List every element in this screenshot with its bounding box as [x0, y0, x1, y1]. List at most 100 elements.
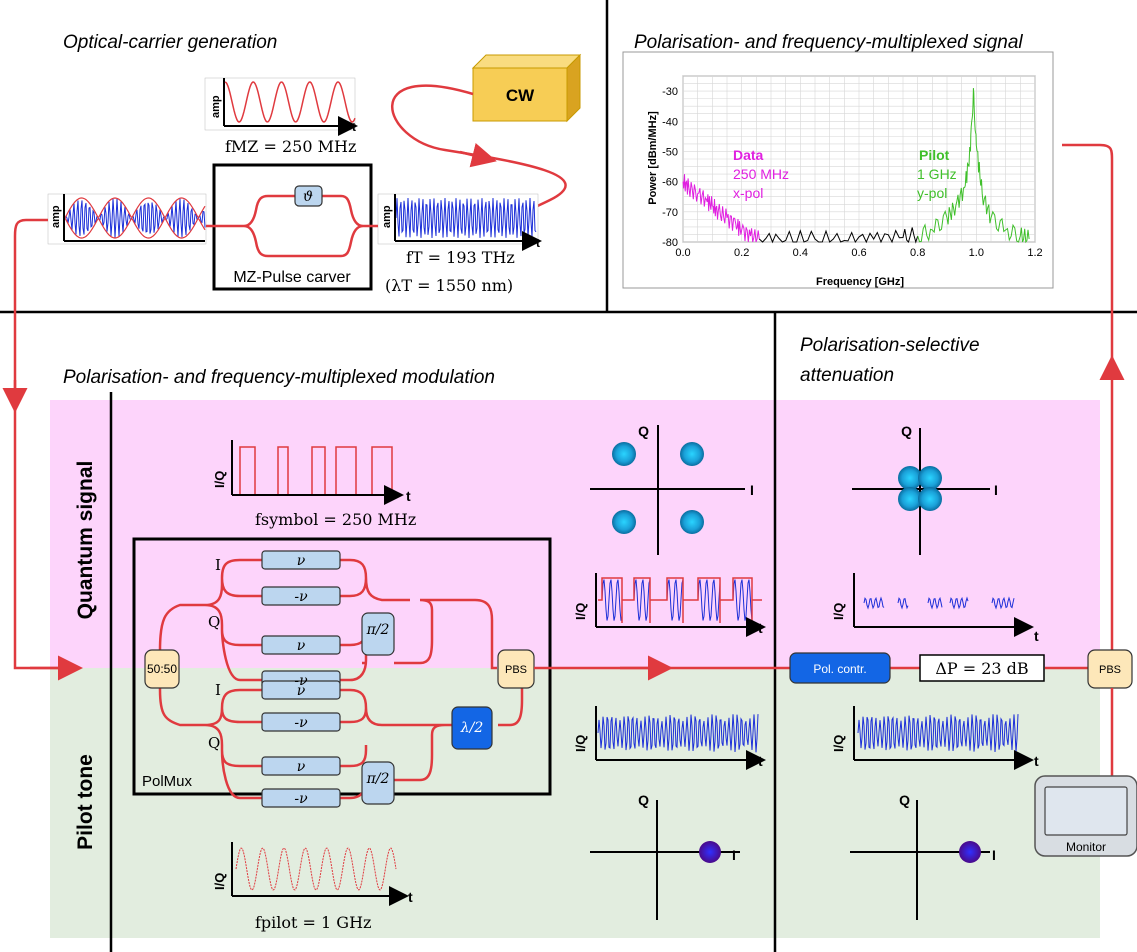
pulsed-carrier-plot: amp: [47, 193, 207, 245]
q-axis-label: Q: [899, 792, 910, 808]
iq-label: I/Q: [573, 735, 588, 752]
t-label: t: [408, 889, 413, 905]
y-axis-label: Power [dBm/MHz]: [647, 111, 659, 205]
i-axis-label: I: [994, 482, 998, 498]
symbol-waveform-plot: I/Q t: [212, 440, 411, 505]
mz-sine-plot: amp t: [204, 77, 358, 136]
iq-label: I/Q: [212, 873, 227, 890]
amp-label-cw: amp: [381, 205, 393, 228]
polmux-label: PolMux: [142, 773, 193, 790]
pbs-label: PBS: [505, 664, 527, 676]
constellation-point: [680, 442, 704, 466]
polmux-modulator: ν -ν ν -ν ν -ν ν -ν I Q I Q π/2 π/2 λ/2 …: [132, 537, 552, 808]
constellation-point: [699, 841, 721, 863]
spectrum-trace: [917, 88, 1030, 244]
q-arm-label: Q: [208, 613, 220, 631]
cw-laser: CW: [471, 53, 582, 123]
t-label: t: [1034, 753, 1039, 769]
title-attenuation-2: attenuation: [800, 365, 894, 386]
nu-label: ν: [297, 553, 306, 569]
x-tick-label: 0.4: [793, 247, 808, 259]
q-axis-label: Q: [901, 423, 912, 439]
attenuated-quantum-plot: I/Q t: [831, 573, 1039, 644]
neg-nu-label: -ν: [294, 673, 308, 689]
x-tick-label: 1.0: [969, 247, 984, 259]
title-attenuation-1: Polarisation-selective: [800, 335, 980, 356]
spectrum-annotation: x-pol: [733, 185, 763, 201]
constellation-point: [918, 487, 942, 511]
quantum-output-plot: I/Q t: [573, 573, 766, 637]
title-carrier: Optical-carrier generation: [63, 32, 277, 53]
fiber-to-spectrum: [1062, 143, 1114, 675]
i-axis-label: I: [992, 847, 996, 863]
neg-nu-label: -ν: [294, 791, 308, 807]
constellation-point: [612, 510, 636, 534]
spectrum-annotation: y-pol: [917, 185, 947, 201]
pol-controller: [789, 652, 891, 684]
constellation-point: [680, 510, 704, 534]
y-tick-label: -70: [662, 207, 678, 219]
t-label: t: [758, 620, 763, 636]
f-mz-label: fMZ = 250 MHz: [225, 137, 356, 156]
cw-fiber-arrow: [459, 143, 497, 168]
x-axis-label: Frequency [GHz]: [816, 276, 904, 288]
neg-nu-label: -ν: [294, 589, 308, 605]
title-spectrum: Polarisation- and frequency-multiplexed …: [634, 32, 1023, 53]
f-symbol-label: fsymbol = 250 MHz: [255, 510, 416, 529]
iq-label: I/Q: [831, 735, 846, 752]
row-label-quantum: Quantum signal: [74, 461, 97, 620]
lambda-over-2: λ/2: [460, 720, 484, 736]
pilot-output-plot: I/Q t: [573, 706, 766, 770]
pi-over-2: π/2: [366, 622, 390, 638]
q-axis-label: Q: [638, 792, 649, 808]
monitor-label: Monitor: [1066, 840, 1106, 854]
splitter-label: 50:50: [147, 662, 177, 676]
f-t-label: fT = 193 THz: [406, 248, 515, 267]
iq-label: I/Q: [831, 603, 846, 620]
x-tick-label: 1.2: [1027, 247, 1042, 259]
q-axis-label: Q: [638, 423, 649, 439]
amp-label-pulse: amp: [50, 205, 62, 228]
nu-label: ν: [297, 638, 306, 654]
title-modulation: Polarisation- and frequency-multiplexed …: [63, 367, 495, 388]
iq-label: I/Q: [573, 603, 588, 620]
t-label: t: [758, 753, 763, 769]
neg-nu-label: -ν: [294, 715, 308, 731]
y-tick-label: -60: [662, 177, 678, 189]
constellation-point: [898, 487, 922, 511]
spectrum-trace: [682, 174, 760, 243]
attenuated-pilot-constellation: Q I: [850, 792, 996, 920]
cw-carrier-plot: amp t: [377, 193, 542, 251]
spectrum-annotation: Pilot: [919, 147, 950, 163]
pi-over-2: π/2: [366, 771, 390, 787]
y-tick-label: -30: [662, 86, 678, 98]
carver-label: MZ-Pulse carver: [233, 269, 351, 286]
pbs-output-label: PBS: [1099, 664, 1121, 676]
cw-label: CW: [506, 86, 535, 105]
y-tick-label: -40: [662, 116, 678, 128]
lambda-t-label: (λT = 1550 nm): [385, 276, 513, 295]
i-axis-label: I: [732, 847, 736, 863]
constellation-point: [918, 466, 942, 490]
constellation-point: [612, 442, 636, 466]
q-arm-label: Q: [208, 734, 220, 752]
phase-symbol: ϑ: [303, 189, 313, 205]
row-label-pilot: Pilot tone: [74, 754, 97, 850]
t-label: t: [1034, 628, 1039, 644]
x-tick-label: 0.0: [675, 247, 690, 259]
x-tick-label: 0.6: [851, 247, 866, 259]
pol-controller-label: Pol. contr.: [813, 662, 866, 676]
i-arm-label: I: [215, 556, 221, 574]
i-axis-label: I: [750, 482, 754, 498]
attenuated-constellation: Q I: [852, 423, 998, 555]
i-arm-label: I: [215, 681, 221, 699]
t-label-cw: t: [536, 236, 540, 250]
spectrum-trace: [758, 227, 919, 244]
spectrum-annotation: 250 MHz: [733, 166, 789, 182]
quantum-constellation: Q I: [590, 423, 754, 555]
spectrum-annotation: 1 GHz: [917, 166, 957, 182]
pbs-output: [1087, 649, 1133, 689]
iq-label: I/Q: [212, 471, 227, 488]
y-tick-label: -50: [662, 146, 678, 158]
